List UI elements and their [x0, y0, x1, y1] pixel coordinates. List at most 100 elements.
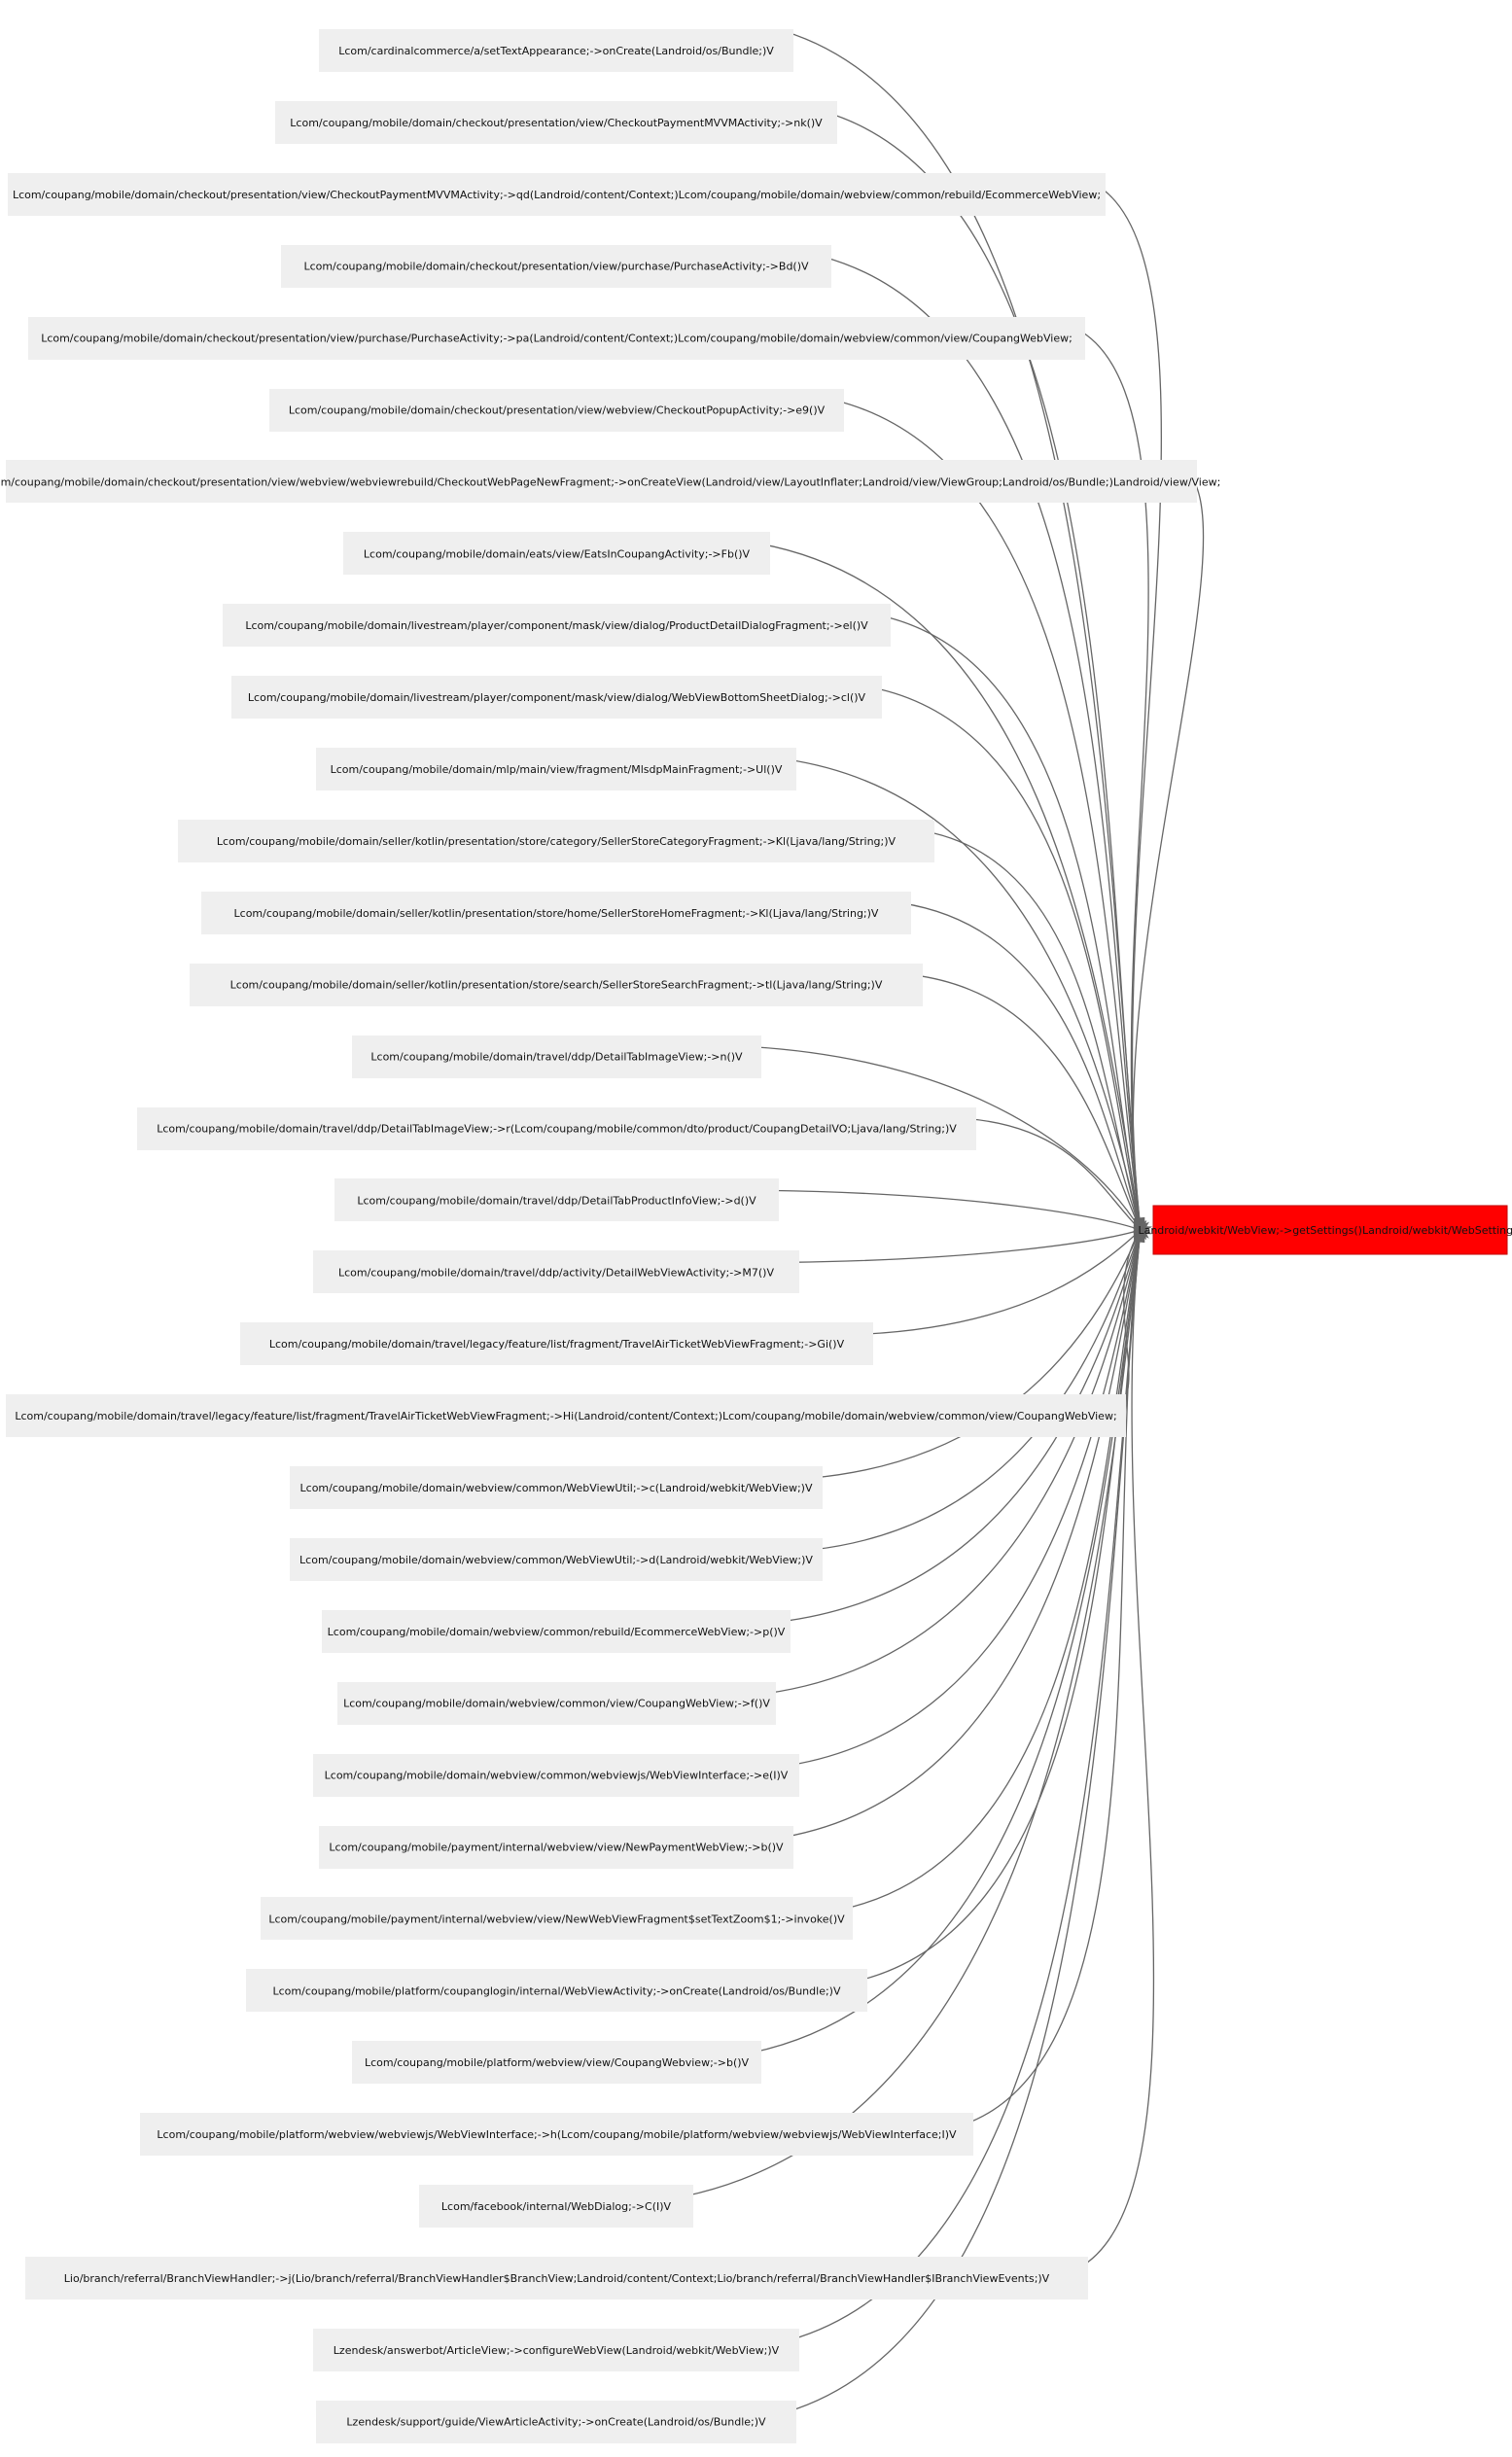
source-node-label: Lcom/coupang/mobile/domain/travel/legacy…: [269, 1338, 845, 1351]
source-node-label: Lzendesk/support/guide/ViewArticleActivi…: [346, 2416, 766, 2429]
source-node[interactable]: Lcom/coupang/mobile/domain/travel/ddp/De…: [137, 1107, 976, 1150]
source-node[interactable]: Lzendesk/answerbot/ArticleView;->configu…: [313, 2329, 799, 2371]
call-edge: [812, 1232, 1141, 1551]
source-node-box: [190, 964, 923, 1006]
call-edge: [963, 1236, 1141, 2125]
source-node-label: Lcom/coupang/mobile/domain/livestream/pl…: [248, 691, 866, 704]
source-node[interactable]: Lcom/coupang/mobile/domain/eats/view/Eat…: [343, 532, 770, 575]
source-node-label: Lcom/coupang/mobile/domain/checkout/pres…: [290, 117, 823, 129]
source-node-label: Lcom/coupang/mobile/domain/webview/commo…: [299, 1554, 813, 1566]
call-edge: [826, 112, 1141, 1222]
source-node[interactable]: Lcom/coupang/mobile/domain/seller/kotlin…: [178, 820, 934, 862]
source-node-label: Lcom/coupang/mobile/domain/seller/kotlin…: [217, 835, 897, 848]
source-node-label: Lcom/coupang/mobile/domain/checkout/pres…: [0, 475, 1220, 488]
source-node-box: [25, 2257, 1088, 2299]
source-node[interactable]: Lcom/coupang/mobile/domain/checkout/pres…: [269, 389, 844, 432]
source-node[interactable]: Lcom/coupang/mobile/domain/mlp/main/view…: [316, 748, 796, 790]
source-node[interactable]: Lcom/coupang/mobile/domain/checkout/pres…: [0, 460, 1220, 503]
call-edge: [751, 1236, 1141, 2053]
source-node-label: Lcom/coupang/mobile/domain/travel/ddp/De…: [370, 1051, 743, 1064]
source-node-label: Lcom/coupang/mobile/domain/eats/view/Eat…: [364, 547, 751, 560]
source-node-box: [178, 820, 934, 862]
source-node[interactable]: Lcom/coupang/mobile/domain/checkout/pres…: [281, 245, 831, 288]
source-node[interactable]: Lzendesk/support/guide/ViewArticleActivi…: [316, 2401, 796, 2443]
source-node[interactable]: Lio/branch/referral/BranchViewHandler;->…: [25, 2257, 1088, 2299]
source-node[interactable]: Lcom/coupang/mobile/domain/travel/legacy…: [6, 1394, 1126, 1437]
source-node[interactable]: Lcom/cardinalcommerce/a/setTextAppearanc…: [319, 29, 793, 72]
source-node[interactable]: Lcom/coupang/mobile/platform/webview/vie…: [352, 2041, 761, 2084]
source-node[interactable]: Lcom/coupang/mobile/domain/seller/kotlin…: [190, 964, 923, 1006]
source-node-label: Lcom/coupang/mobile/domain/webview/commo…: [328, 1626, 786, 1638]
call-edge: [871, 686, 1141, 1227]
source-node[interactable]: Lcom/coupang/mobile/domain/checkout/pres…: [275, 101, 837, 144]
call-edge: [765, 1233, 1141, 1695]
source-node[interactable]: Lcom/coupang/mobile/domain/travel/legacy…: [240, 1322, 873, 1365]
source-node-box: [319, 29, 793, 72]
call-edge: [821, 256, 1141, 1223]
source-node[interactable]: Lcom/coupang/mobile/domain/webview/commo…: [290, 1466, 823, 1509]
source-node-box: [275, 101, 837, 144]
source-node[interactable]: Lcom/coupang/mobile/platform/coupanglogi…: [246, 1969, 867, 2012]
source-nodes-group: Lcom/cardinalcommerce/a/setTextAppearanc…: [0, 29, 1220, 2443]
source-node[interactable]: Lcom/coupang/mobile/domain/checkout/pres…: [8, 173, 1106, 216]
source-node[interactable]: Lcom/coupang/mobile/domain/livestream/pl…: [231, 676, 882, 719]
source-node-box: [313, 1250, 799, 1293]
call-edge: [1132, 471, 1205, 1225]
source-node-box: [137, 1107, 976, 1150]
source-node[interactable]: Lcom/coupang/mobile/domain/livestream/pl…: [223, 604, 891, 647]
source-node[interactable]: Lcom/coupang/mobile/domain/travel/ddp/De…: [352, 1035, 761, 1078]
target-node-box: [1152, 1205, 1508, 1255]
source-node-box: [337, 1682, 776, 1725]
source-node[interactable]: Lcom/coupang/mobile/domain/webview/commo…: [322, 1610, 791, 1653]
call-edge: [1074, 328, 1149, 1224]
source-node[interactable]: Lcom/coupang/mobile/domain/checkout/pres…: [28, 317, 1085, 360]
source-node-box: [281, 245, 831, 288]
source-node-label: Lcom/coupang/mobile/platform/coupanglogi…: [273, 1984, 841, 1997]
source-node-label: Lcom/coupang/mobile/platform/webview/web…: [157, 2128, 957, 2141]
source-node-box: [246, 1969, 867, 2012]
call-edge: [751, 1045, 1141, 1229]
call-edge: [900, 902, 1141, 1228]
source-node[interactable]: Lcom/coupang/mobile/domain/seller/kotlin…: [201, 892, 911, 934]
source-node-box: [322, 1610, 791, 1653]
arrowhead: [1134, 1225, 1145, 1244]
source-node[interactable]: Lcom/coupang/mobile/domain/webview/commo…: [313, 1754, 799, 1797]
call-edge: [789, 1229, 1141, 1263]
source-node-box: [28, 317, 1085, 360]
source-node[interactable]: Lcom/coupang/mobile/domain/webview/commo…: [337, 1682, 776, 1725]
source-node-box: [6, 460, 1197, 503]
target-node[interactable]: Landroid/webkit/WebView;->getSettings()L…: [1138, 1205, 1512, 1255]
source-node[interactable]: Lcom/coupang/mobile/payment/internal/web…: [319, 1826, 793, 1869]
source-node-box: [290, 1538, 823, 1581]
source-node[interactable]: Lcom/coupang/mobile/payment/internal/web…: [261, 1897, 853, 1940]
source-node-box: [6, 1394, 1126, 1437]
source-node[interactable]: Lcom/coupang/mobile/domain/travel/ddp/ac…: [313, 1250, 799, 1293]
source-node-label: Lcom/coupang/mobile/domain/travel/legacy…: [15, 1410, 1116, 1422]
source-node-box: [316, 2401, 796, 2443]
call-edge: [1095, 184, 1162, 1223]
source-node[interactable]: Lcom/coupang/mobile/domain/webview/commo…: [290, 1538, 823, 1581]
call-edge: [912, 974, 1141, 1229]
source-node-label: Lcom/coupang/mobile/domain/seller/kotlin…: [230, 979, 883, 992]
source-node[interactable]: Lcom/coupang/mobile/domain/travel/ddp/De…: [334, 1178, 779, 1221]
call-edge: [780, 1232, 1141, 1623]
source-node[interactable]: Lcom/coupang/mobile/platform/webview/web…: [140, 2113, 973, 2156]
source-node-box: [290, 1466, 823, 1509]
source-node-box: [269, 389, 844, 432]
source-node[interactable]: Lcom/facebook/internal/WebDialog;->C(I)V: [419, 2185, 693, 2228]
source-node-box: [223, 604, 891, 647]
source-node-label: Lcom/coupang/mobile/domain/livestream/pl…: [245, 619, 868, 632]
source-node-label: Lcom/coupang/mobile/domain/seller/kotlin…: [234, 907, 879, 920]
call-edge: [857, 1235, 1141, 1982]
edges-group: [683, 30, 1205, 2413]
source-node-box: [313, 2329, 799, 2371]
target-node-label: Landroid/webkit/WebView;->getSettings()L…: [1138, 1224, 1512, 1237]
source-node-label: Lcom/coupang/mobile/domain/travel/ddp/De…: [357, 1194, 756, 1207]
source-node-label: Lcom/coupang/mobile/domain/travel/ddp/ac…: [338, 1266, 774, 1279]
call-edge: [786, 1239, 1141, 2413]
source-node-label: Lcom/coupang/mobile/domain/checkout/pres…: [303, 261, 809, 273]
call-edge: [924, 830, 1141, 1228]
source-node-box: [231, 676, 882, 719]
source-node-label: Lcom/coupang/mobile/domain/travel/ddp/De…: [157, 1123, 957, 1136]
